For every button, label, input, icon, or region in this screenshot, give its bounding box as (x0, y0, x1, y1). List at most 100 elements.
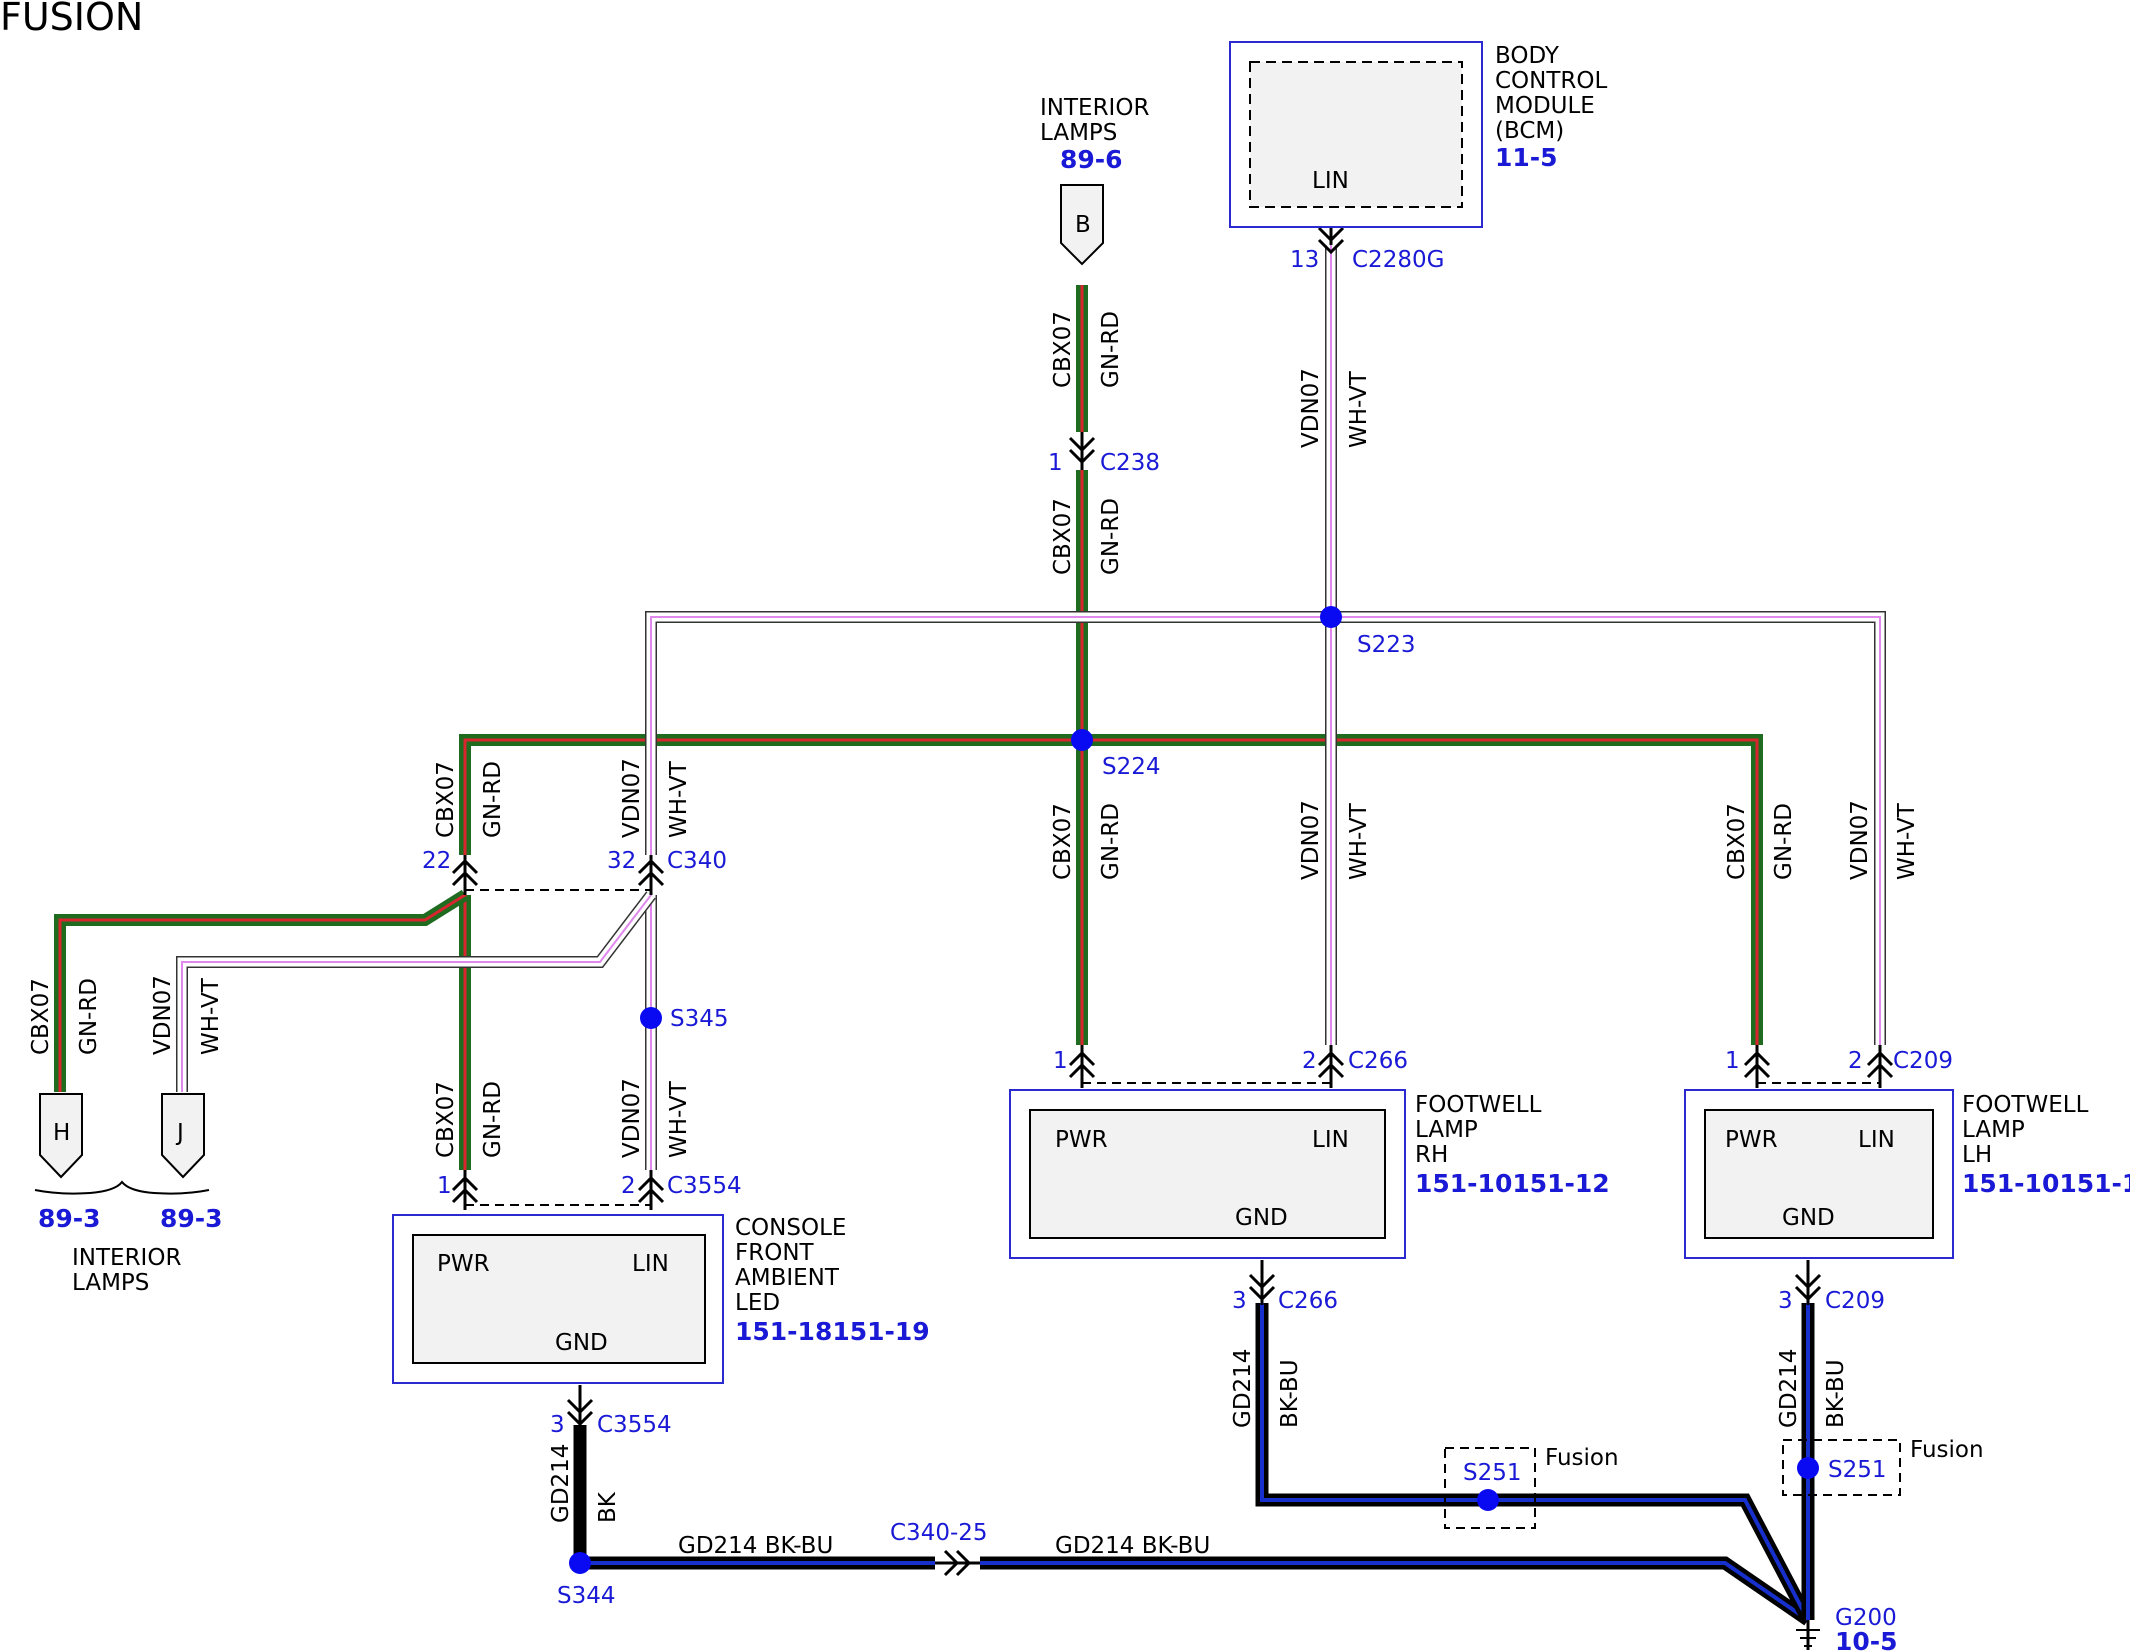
wire-vdn07-4: VDN07 (1847, 800, 1873, 880)
s223-label: S223 (1357, 632, 1416, 658)
wire-gnrd-5: GN-RD (1771, 803, 1797, 880)
wire-cbx07-5: CBX07 (1724, 803, 1750, 880)
fusion-rh-label: Fusion (1545, 1445, 1619, 1471)
c3554-name: C3554 (667, 1173, 742, 1199)
console-module: PWR LIN GND (392, 1214, 724, 1384)
bcm-pin-lin: LIN (1312, 168, 1349, 194)
console-pin-pwr: PWR (437, 1251, 490, 1277)
splice-s223 (1320, 606, 1342, 628)
wire-whvt-1: WH-VT (1346, 370, 1372, 448)
footwell-lh-ref: 151-10151-13 (1962, 1169, 2130, 1198)
console-line3: AMBIENT (735, 1265, 840, 1291)
footwell-rh-pin-gnd: GND (1235, 1205, 1288, 1231)
wire-gnrd-6: GN-RD (76, 978, 102, 1055)
c3554-gnd-pin: 3 (550, 1412, 565, 1438)
bcm-ref: 11-5 (1495, 143, 1558, 172)
bcm-line1: BODY (1495, 43, 1560, 69)
footwell-lh-pin-pwr: PWR (1725, 1127, 1778, 1153)
wire-bkbu-3: BK-BU (1823, 1359, 1849, 1428)
c266-pin1: 1 (1053, 1048, 1068, 1074)
c340-25-name: C340 (890, 1520, 950, 1546)
connector-b-label: B (1075, 212, 1091, 238)
footwell-rh-line1: FOOTWELL (1415, 1092, 1542, 1118)
footwell-rh-pin-pwr: PWR (1055, 1127, 1108, 1153)
c209-pin2: 2 (1848, 1048, 1863, 1074)
s344-label: S344 (557, 1583, 616, 1609)
wire-bk-1: BK (595, 1491, 621, 1523)
interior-lamps-h-ref: 89-3 (38, 1204, 101, 1233)
connector-h-icon: H (39, 1093, 83, 1179)
g200-label: G200 (1835, 1605, 1897, 1631)
footwell-lh-line1: FOOTWELL (1962, 1092, 2089, 1118)
footwell-rh-pin-lin: LIN (1312, 1127, 1349, 1153)
c2280g-pin: 13 (1290, 247, 1319, 273)
footwell-rh-line2: LAMP (1415, 1117, 1478, 1143)
interior-lamps-top-ref: 89-6 (1060, 145, 1123, 174)
footwell-lh-pin-lin: LIN (1858, 1127, 1895, 1153)
wire-vdn07-2: VDN07 (619, 758, 645, 838)
s251-rh-label: S251 (1463, 1460, 1522, 1486)
bcm-line3: MODULE (1495, 93, 1595, 119)
c209-name: C209 (1893, 1048, 1953, 1074)
gnrd-wires (54, 285, 1763, 1170)
fusion-lh-label: Fusion (1910, 1437, 1984, 1463)
wire-label-gd214-left: GD214 BK-BU (678, 1533, 833, 1559)
c209-pin1: 1 (1725, 1048, 1740, 1074)
footwell-lh-line3: LH (1962, 1142, 1992, 1168)
s345-label: S345 (670, 1006, 729, 1032)
splice-s251-rh (1477, 1489, 1499, 1511)
c209-gnd-name: C209 (1825, 1288, 1885, 1314)
wire-gnrd-4: GN-RD (1098, 803, 1124, 880)
c340-pin22: 22 (422, 848, 451, 874)
console-line1: CONSOLE (735, 1215, 846, 1241)
interior-lamps-j-ref: 89-3 (160, 1204, 223, 1233)
console-line2: FRONT (735, 1240, 815, 1266)
c238-pin: 1 (1048, 450, 1063, 476)
ground-wires (573, 1303, 1815, 1626)
interior-lamps-top-line2: LAMPS (1040, 120, 1117, 146)
wire-vdn07-3: VDN07 (1298, 800, 1324, 880)
wire-vdn07-1: VDN07 (1298, 368, 1324, 448)
c2280g-name: C2280G (1352, 247, 1444, 273)
wire-gnrd-7: GN-RD (480, 1081, 506, 1158)
c209-gnd-pin: 3 (1778, 1288, 1793, 1314)
fusion-box-lh (1782, 1439, 1901, 1496)
ground-g200-icon (1796, 1620, 1820, 1650)
wire-vdn07-5: VDN07 (150, 975, 176, 1055)
c340-pin32: 32 (607, 848, 636, 874)
wire-whvt-2: WH-VT (666, 760, 692, 838)
footwell-rh-ref: 151-10151-12 (1415, 1169, 1610, 1198)
fusion-box-rh (1444, 1447, 1536, 1529)
footwell-lh-pin-gnd: GND (1782, 1205, 1835, 1231)
interior-lamps-left-line1: INTERIOR (72, 1245, 181, 1271)
connector-b-icon: B (1060, 184, 1104, 266)
wire-whvt-4: WH-VT (1894, 802, 1920, 880)
diagram-title: FUSION (0, 0, 143, 39)
c3554-pin2: 2 (621, 1173, 636, 1199)
c266-gnd-name: C266 (1278, 1288, 1338, 1314)
console-pin-lin: LIN (632, 1251, 669, 1277)
interior-lamps-left-line2: LAMPS (72, 1270, 149, 1296)
bcm-line4: (BCM) (1495, 118, 1564, 144)
footwell-rh-module: PWR LIN GND (1009, 1089, 1406, 1259)
bcm-module: LIN (1229, 41, 1483, 228)
bcm-line2: CONTROL (1495, 68, 1608, 94)
splice-s345 (640, 1007, 662, 1029)
splice-s344 (569, 1552, 591, 1574)
wire-gnrd-3: GN-RD (480, 761, 506, 838)
wire-cbx07-1: CBX07 (1050, 311, 1076, 388)
s251-lh-label: S251 (1828, 1457, 1887, 1483)
splice-s224 (1071, 729, 1093, 751)
connector-j-label: J (175, 1120, 184, 1146)
wire-gd214-1: GD214 (548, 1444, 574, 1523)
wire-whvt-6: WH-VT (666, 1080, 692, 1158)
wire-cbx07-2: CBX07 (1050, 498, 1076, 575)
wire-bkbu-2: BK-BU (1277, 1359, 1303, 1428)
wire-label-gd214-right: GD214 BK-BU (1055, 1533, 1210, 1559)
c340-name: C340 (667, 848, 727, 874)
connector-j-icon: J (161, 1093, 205, 1179)
footwell-rh-line3: RH (1415, 1142, 1448, 1168)
brace-icon (34, 1180, 210, 1195)
footwell-lh-module: PWR LIN GND (1684, 1089, 1954, 1259)
wire-cbx07-7: CBX07 (433, 1081, 459, 1158)
